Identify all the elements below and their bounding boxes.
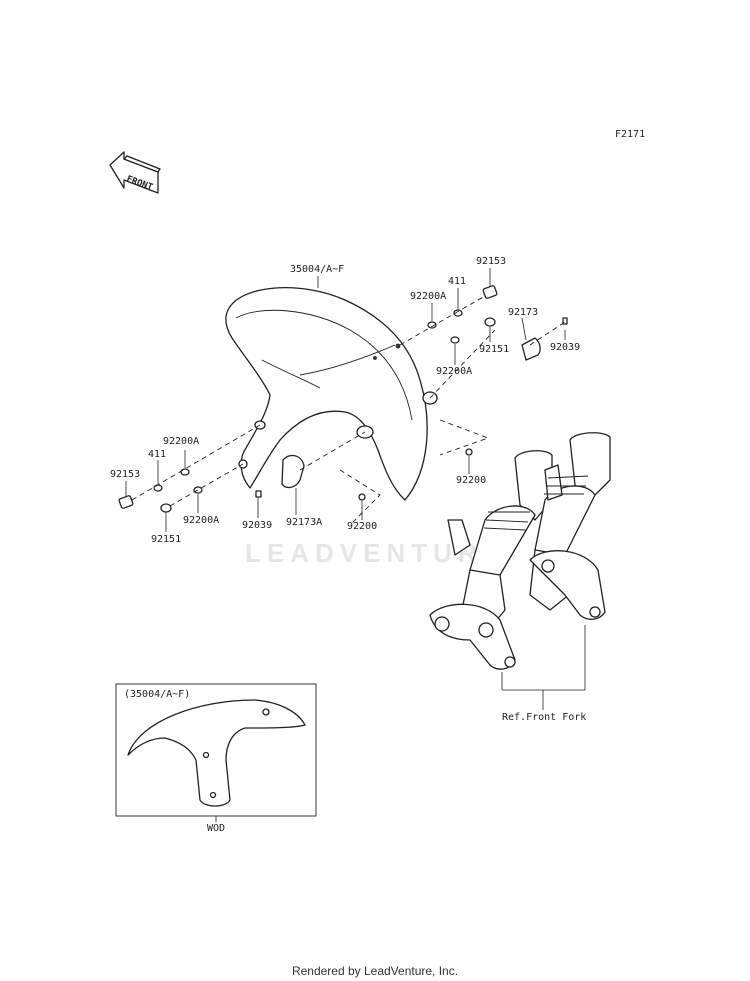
callout-411-left: 411 [148, 449, 167, 460]
callout-92039-top: 92039 [550, 342, 581, 353]
leader-lines [125, 268, 566, 532]
callout-92200-right: 92200 [456, 475, 487, 486]
front-fender [225, 287, 438, 501]
inset-caption: WOD [207, 823, 226, 834]
callout-411-top: 411 [448, 276, 467, 287]
figure-code: F2171 [615, 129, 646, 140]
callout-92173: 92173 [508, 307, 539, 318]
callout-92200a-mid: 92200A [436, 366, 473, 377]
callout-92200-bottom: 92200 [347, 521, 378, 532]
callout-92200a-top: 92200A [410, 291, 447, 302]
hardware-top-right [399, 285, 568, 399]
callout-92153-top: 92153 [476, 256, 507, 267]
inset-title: (35004/A~F) [124, 689, 191, 700]
callout-ref-front-fork: Ref.Front Fork [502, 712, 587, 723]
callout-92039-bottom: 92039 [242, 520, 273, 531]
callout-92151-top: 92151 [479, 344, 510, 355]
callout-92200a-bottom: 92200A [183, 515, 220, 526]
footer-credit: Rendered by LeadVenture, Inc. [291, 964, 459, 978]
callout-92151-left: 92151 [151, 534, 182, 545]
callout-92200a-left: 92200A [163, 436, 200, 447]
hardware-left [118, 424, 366, 513]
front-arrow-icon: FRONT [109, 151, 161, 194]
callout-92153-left: 92153 [110, 469, 141, 480]
front-fork [429, 432, 611, 710]
callout-35004: 35004/A~F [290, 264, 345, 275]
callout-92173a: 92173A [286, 517, 323, 528]
inset-box [115, 683, 317, 822]
